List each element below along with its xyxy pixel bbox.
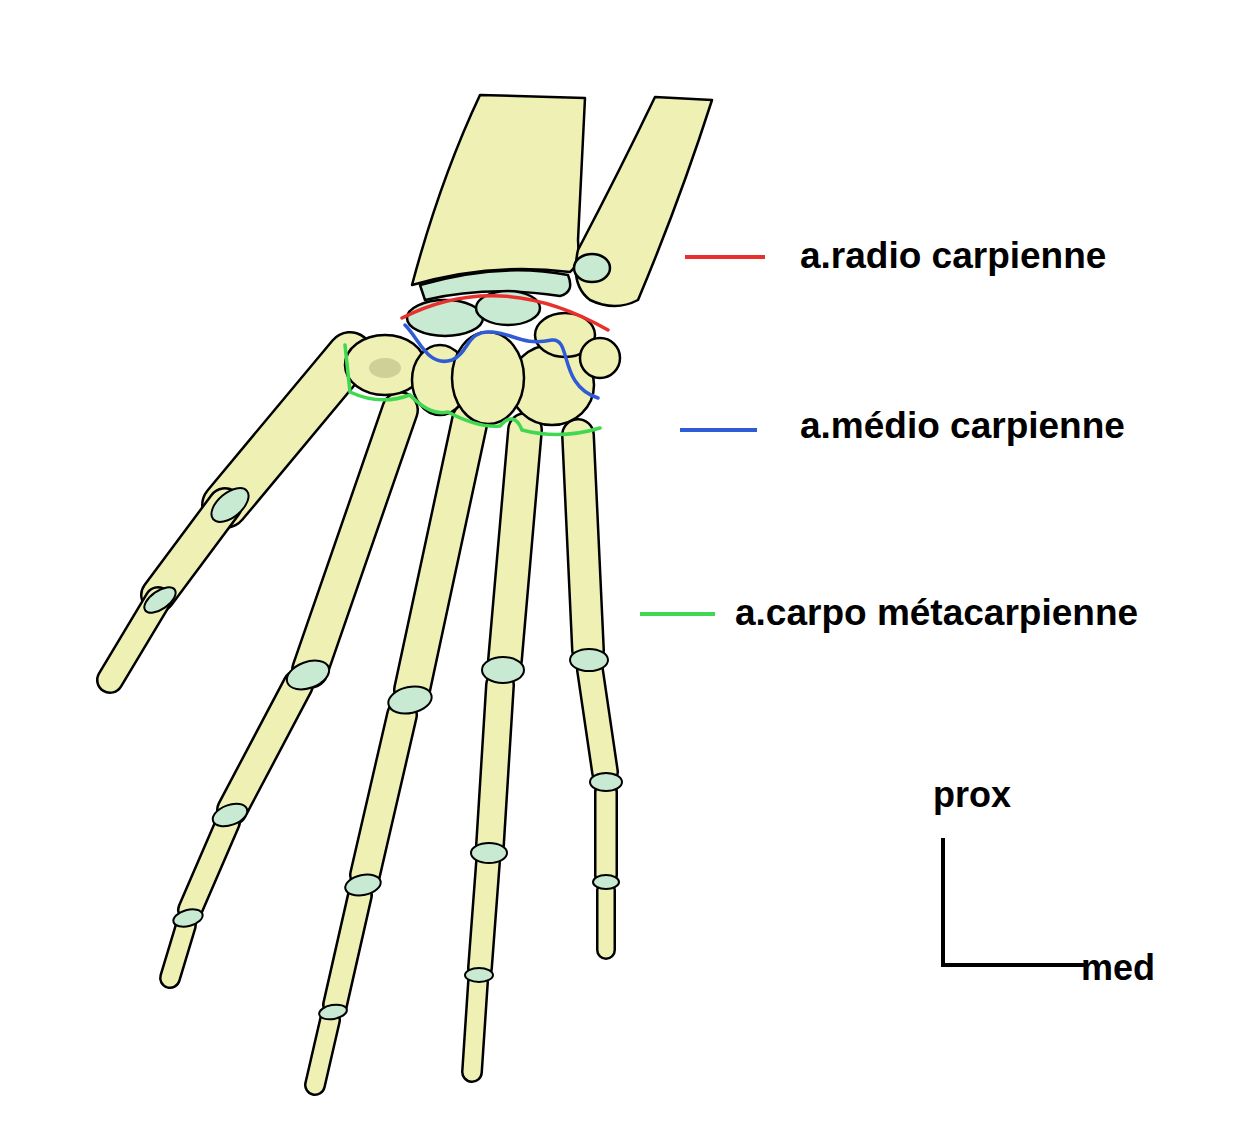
legend-line-sample [640,612,715,616]
orientation-label: med [1081,950,1155,986]
orientation-axes [943,838,1088,965]
legend-label: a.médio carpienne [800,407,1125,444]
midcarpal-line [405,325,598,398]
carpal-bones [345,291,620,425]
orientation-label: prox [933,777,1011,813]
radius-bone [412,95,585,285]
capitate [452,332,524,424]
legend-samples [640,257,765,614]
legend-line-sample [680,428,757,432]
radiocarpal-line [402,296,608,330]
legend-label: a.radio carpienne [800,237,1106,274]
scaphoid [407,300,483,336]
digit-bones [110,355,606,1085]
ulna-head [574,254,610,282]
pisiform [580,338,620,378]
legend-label: a.carpo métacarpienne [735,594,1138,631]
forearm-bones [412,95,712,306]
carpometacarpal-line [345,345,600,435]
articulation-lines [345,296,608,435]
legend-line-sample [685,255,765,259]
joint-cartilages [140,482,622,1022]
